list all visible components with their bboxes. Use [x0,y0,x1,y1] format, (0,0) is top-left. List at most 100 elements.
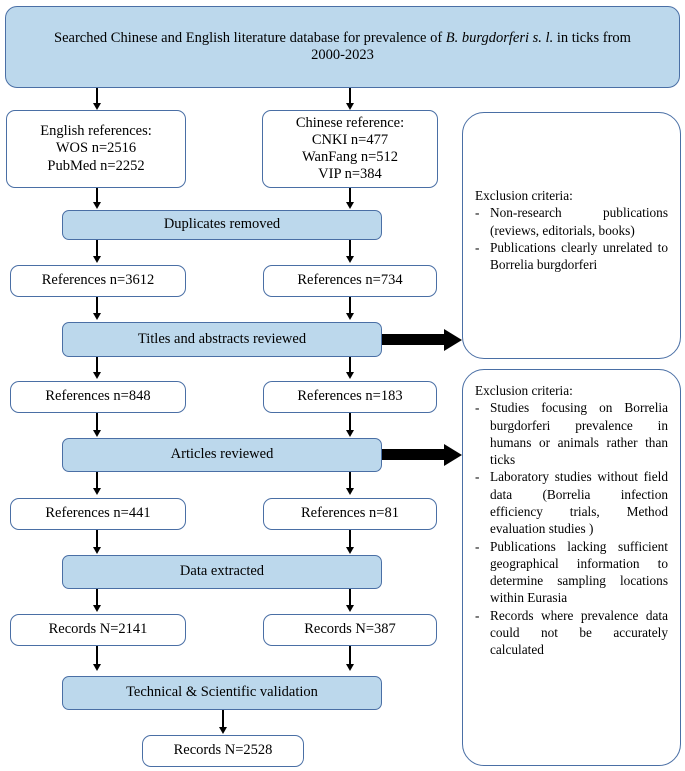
connector-banner-to-chinese [349,88,351,104]
arrowhead-titles-to-ref183 [345,372,354,379]
arrowhead-ref81-to-extract [345,547,354,554]
title-box-text: Searched Chinese and English literature … [54,30,631,64]
count-records-2141-label: Records N=2141 [48,621,148,638]
connector-english-to-duplicates [96,188,98,203]
chinese-sources-line1: Chinese reference: [295,114,405,131]
step-technical-scientific-validation: Technical & Scientific validation [62,676,382,710]
exclusion-panel-2-item: - Records where prevalence data could no… [475,607,668,659]
chinese-sources-line2: CNKI n=477 [311,131,389,148]
connector-ref734-to-titles [349,297,351,314]
count-records-final-2528: Records N=2528 [142,735,304,767]
exclusion-panel-1-item: - Publications clearly unrelated to Borr… [475,239,668,274]
arrowhead-chinese-to-duplicates [345,202,354,209]
connector-ref441-to-extract [96,530,98,548]
count-references-3612: References n=3612 [10,265,186,297]
connector-titles-to-ref848 [96,357,98,373]
count-records-2141: Records N=2141 [10,614,186,646]
count-references-81: References n=81 [263,498,437,530]
arrowhead-articles-to-ref81 [345,488,354,495]
arrowhead-banner-to-chinese [345,103,354,110]
arrowhead-ref734-to-titles [345,313,354,320]
exclusion-arrow-2-head [444,443,462,466]
bullet-dash-icon: - [475,205,480,221]
exclusion-panel-2-item: - Laboratory studies without field data … [475,468,668,537]
exclusion-panel-1-list: - Non-research publications (reviews, ed… [475,204,668,273]
count-references-183-label: References n=183 [297,388,403,405]
step-duplicates-removed-label: Duplicates removed [163,216,281,233]
connector-ref81-to-extract [349,530,351,548]
exclusion-criteria-panel-1: Exclusion criteria: - Non-research publi… [462,112,681,359]
connector-extract-to-rec2141 [96,589,98,606]
count-references-183: References n=183 [263,381,437,413]
exclusion-panel-2-item-text: Publications lacking sufficient geograph… [490,538,668,606]
connector-validation-to-final [222,710,224,728]
exclusion-panel-1-content: Exclusion criteria: - Non-research publi… [463,113,680,273]
title-line1-post: in ticks from [553,29,631,46]
count-references-734: References n=734 [263,265,437,297]
bullet-dash-icon: - [475,538,480,554]
exclusion-panel-1-item: - Non-research publications (reviews, ed… [475,204,668,239]
connector-articles-to-ref441 [96,472,98,489]
arrowhead-extract-to-rec2141 [92,605,101,612]
connector-rec387-to-validation [349,646,351,665]
count-references-734-label: References n=734 [297,272,403,289]
count-records-final-2528-label: Records N=2528 [173,742,273,759]
step-data-extracted: Data extracted [62,555,382,589]
arrowhead-validation-to-final [218,727,227,734]
chinese-sources-line4: VIP n=384 [318,166,382,183]
arrowhead-ref441-to-extract [92,547,101,554]
arrowhead-ref848-to-articles [92,430,101,437]
title-line1-pre: Searched Chinese and English literature … [54,29,446,46]
exclusion-arrow-1-shaft [382,334,444,345]
connector-duplicates-to-ref3612 [96,240,98,257]
arrowhead-rec2141-to-validation [92,664,101,671]
count-references-81-label: References n=81 [301,505,399,522]
exclusion-panel-2-heading: Exclusion criteria: [475,383,573,398]
count-records-387-label: Records N=387 [304,621,396,638]
count-references-3612-label: References n=3612 [41,272,155,289]
exclusion-panel-2-item-text: Laboratory studies without field data (B… [490,469,668,537]
exclusion-panel-2-list: - Studies focusing on Borrelia burgdorfe… [475,399,668,658]
connector-ref3612-to-titles [96,297,98,314]
exclusion-criteria-panel-2: Exclusion criteria: - Studies focusing o… [462,369,681,766]
chinese-sources-line3: WanFang n=512 [301,149,398,165]
exclusion-panel-2-item-text: Records where prevalence data could not … [490,607,668,658]
arrowhead-ref183-to-articles [345,430,354,437]
arrowhead-articles-to-ref441 [92,488,101,495]
bullet-dash-icon: - [475,469,480,485]
count-records-387: Records N=387 [263,614,437,646]
english-sources-text: English references: WOS n=2516 PubMed n=… [40,123,152,174]
exclusion-panel-1-heading: Exclusion criteria: [475,188,573,203]
connector-banner-to-english [96,88,98,104]
connector-ref848-to-articles [96,413,98,431]
exclusion-panel-1-item-text: Publications clearly unrelated to Borrel… [490,239,668,273]
bullet-dash-icon: - [475,607,480,623]
exclusion-panel-2-item: - Studies focusing on Borrelia burgdorfe… [475,399,668,468]
count-references-848-label: References n=848 [45,388,151,405]
step-titles-abstracts-reviewed-label: Titles and abstracts reviewed [137,330,307,347]
step-articles-reviewed: Articles reviewed [62,438,382,472]
count-references-441-label: References n=441 [45,505,151,522]
title-box: Searched Chinese and English literature … [5,6,680,88]
step-articles-reviewed-label: Articles reviewed [170,446,274,463]
english-sources-line3: PubMed n=2252 [47,157,145,174]
title-line1-italic: B. burgdorferi s. l. [445,29,554,46]
arrowhead-duplicates-to-ref734 [345,256,354,263]
connector-extract-to-rec387 [349,589,351,606]
step-duplicates-removed: Duplicates removed [62,210,382,240]
arrowhead-banner-to-english [92,103,101,110]
step-data-extracted-label: Data extracted [179,563,265,580]
chinese-sources-text: Chinese reference: CNKI n=477 WanFang n=… [296,115,404,183]
connector-duplicates-to-ref734 [349,240,351,257]
count-references-441: References n=441 [10,498,186,530]
arrowhead-english-to-duplicates [92,202,101,209]
connector-articles-to-ref81 [349,472,351,489]
exclusion-panel-1-item-text: Non-research publications (reviews, edit… [490,205,668,238]
arrowhead-extract-to-rec387 [345,605,354,612]
exclusion-panel-2-item-text: Studies focusing on Borrelia burgdorferi… [490,400,668,468]
count-references-848: References n=848 [10,381,186,413]
exclusion-panel-2-content: Exclusion criteria: - Studies focusing o… [463,370,680,659]
exclusion-arrow-1-head [444,328,462,351]
step-titles-abstracts-reviewed: Titles and abstracts reviewed [62,322,382,357]
